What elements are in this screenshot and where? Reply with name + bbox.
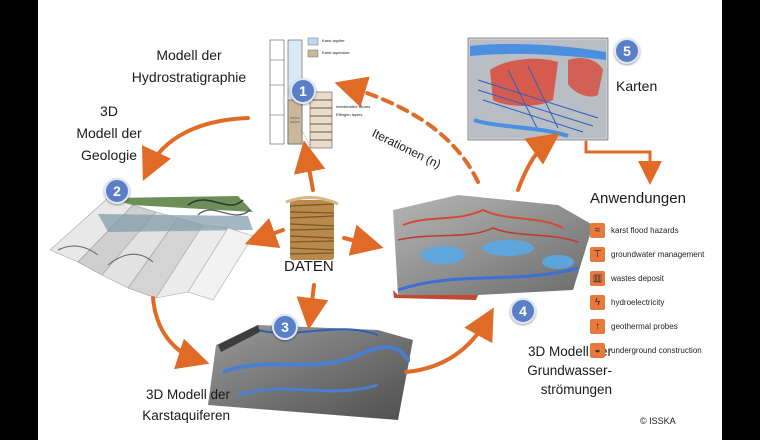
app-item-geothermal: ↑ geothermal probes [590, 318, 678, 334]
app-item-flood: ≈ karst flood hazards [590, 222, 679, 238]
trash-icon: ▥ [590, 270, 605, 286]
strat-legend-aquiclude: Karst aquiclude [322, 50, 350, 55]
label-hydrostratigraphy-line-1: Modell der [156, 47, 222, 63]
badge-1: 1 [290, 78, 316, 104]
copyright-text: © ISSKA [640, 416, 676, 426]
app-item-construction: ◒ underground construction [590, 342, 702, 358]
arrow-geology-to-karst [151, 296, 210, 370]
label-karstaquifer-line-1: 3D Modell der [145, 387, 230, 402]
app-item-hydro: ϟ hydroelectricity [590, 294, 664, 310]
wave-icon: ≈ [590, 222, 605, 238]
faucet-icon: ⊤ [590, 246, 605, 262]
badge-3: 3 [272, 314, 298, 340]
arrow-hydro-to-geology [142, 116, 250, 181]
app-label-groundwater: groundwater management [611, 249, 705, 259]
map-image [467, 37, 609, 141]
label-geology-line-2: Modell der [76, 125, 142, 141]
label-hydrostratigraphy: Modell der Hydrostratigraphie [124, 44, 254, 88]
lightning-icon: ϟ [590, 294, 605, 310]
strat-annotation-2: Effingen layers [336, 112, 363, 117]
diagram-graphics [49, 37, 662, 420]
arrow-groundwater-to-map [516, 133, 560, 192]
label-karstaquifer: 3D Modell der Karstaquiferen [100, 384, 230, 426]
thermometer-icon: ↑ [590, 318, 605, 334]
badge-2: 2 [104, 178, 130, 204]
groundwater-model-image [393, 195, 593, 300]
label-karten: Karten [616, 78, 658, 94]
label-groundwater-line-3: strömungen [540, 382, 612, 397]
hydrostratigraphy-image [266, 37, 376, 150]
arrow-iteration [334, 76, 480, 184]
label-geology-line-3: Geologie [80, 147, 138, 163]
app-item-wastes: ▥ wastes deposit [590, 270, 664, 286]
arrow-karst-to-groundwater [404, 307, 494, 374]
app-item-groundwater: ⊤ groundwater management [590, 246, 704, 262]
arrow-data-to-groundwater [342, 224, 384, 256]
diagram-canvas: 1 2 3 4 5 Karst aquifer Karst aquiclude … [38, 0, 722, 440]
label-karstaquifer-line-2: Karstaquiferen [142, 408, 230, 423]
strat-annotation-1: Interbedded tiltures [336, 104, 371, 109]
karst-aquifer-model-image [208, 325, 413, 420]
badge-4: 4 [510, 298, 536, 324]
label-anwendungen: Anwendungen [590, 190, 686, 207]
label-geology-line-1: 3D [100, 103, 118, 119]
app-label-construction: underground construction [611, 345, 702, 355]
data-stack-image [285, 196, 339, 260]
arrow-data-to-hydro [293, 140, 326, 192]
app-label-hydro: hydroelectricity [611, 297, 665, 307]
label-daten: DATEN [284, 258, 334, 275]
app-label-wastes: wastes deposit [611, 273, 664, 283]
label-geology: 3D Modell der Geologie [54, 100, 164, 166]
geology-model-image [49, 196, 254, 301]
label-groundwater-line-2: Grundwasser- [527, 363, 612, 378]
arrow-data-to-karst [296, 283, 329, 330]
strat-legend-aquifer: Karst aquifer [322, 38, 345, 43]
label-hydrostratigraphy-line-2: Hydrostratigraphie [131, 69, 247, 85]
arrow-data-to-geology [244, 218, 285, 249]
hardhat-icon: ◒ [590, 342, 605, 358]
arrow-map-to-applications [584, 140, 662, 185]
app-label-flood: karst flood hazards [611, 225, 679, 235]
badge-5: 5 [614, 38, 640, 64]
app-label-geothermal: geothermal probes [611, 321, 678, 331]
